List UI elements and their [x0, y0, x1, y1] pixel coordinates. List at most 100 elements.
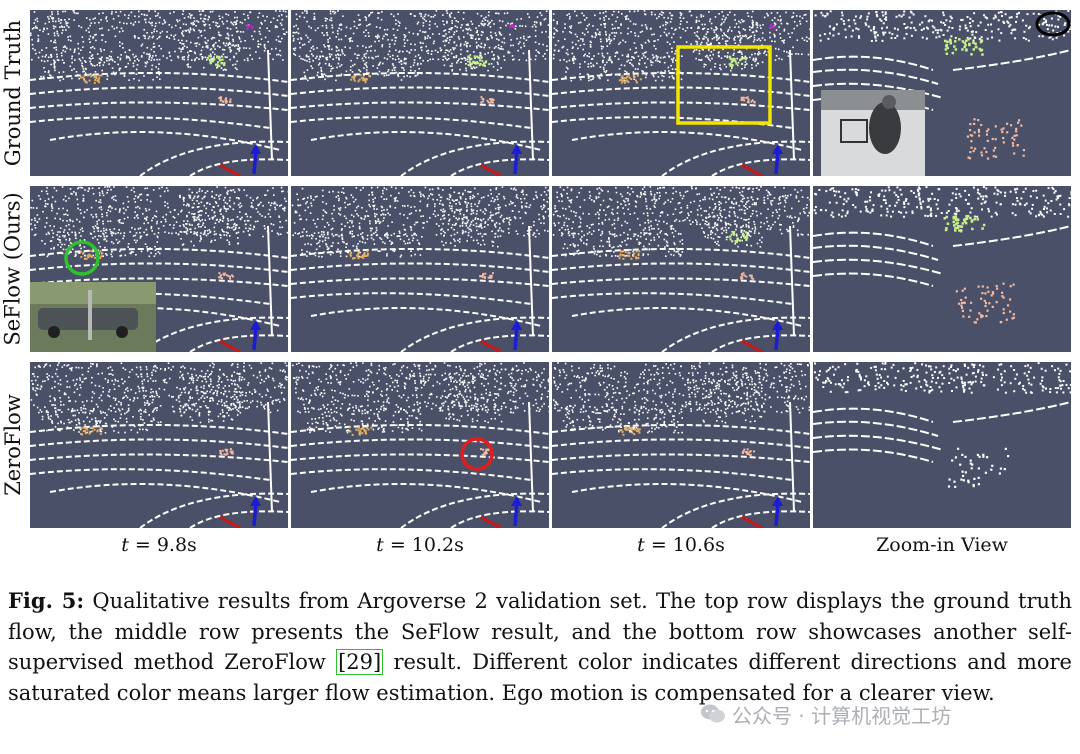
point-cluster: [947, 447, 1010, 488]
time-value: = 10.2s: [383, 534, 464, 556]
ground-rings: [30, 49, 288, 176]
panel-zeroflow-t2: [291, 362, 549, 528]
caption-text: Qualitative results from Argoverse 2 val…: [8, 589, 1072, 674]
row-label-text: ZeroFlow: [1, 394, 26, 496]
ground-rings: [30, 401, 288, 528]
row-label-seflow: SeFlow (Ours): [0, 186, 26, 352]
point-cluster: [702, 196, 763, 248]
point-cluster: [943, 214, 986, 233]
highlight-box: [676, 45, 772, 125]
point-cluster: [955, 282, 1015, 324]
figure-number: Fig. 5:: [8, 588, 85, 613]
point-cluster: [441, 372, 503, 424]
point-cluster: [740, 272, 755, 280]
point-cluster: [30, 10, 288, 62]
photo-inset-pedestrian: [821, 90, 925, 176]
point-cluster: [741, 448, 755, 456]
panel-zeroflow-zoom: [813, 362, 1071, 528]
point-cluster: [41, 231, 161, 258]
point-cluster: [30, 186, 288, 238]
ground-rings: [291, 401, 549, 528]
point-cluster: [349, 250, 369, 260]
panel-seflow-t3: [552, 186, 810, 352]
point-cluster: [180, 196, 242, 247]
photo-inset-car: [30, 282, 156, 352]
column-label-zoom: Zoom-in View: [813, 534, 1071, 556]
ground-rings: [813, 225, 1071, 287]
point-cluster: [218, 96, 232, 104]
point-cluster: [813, 362, 1071, 394]
point-cluster: [180, 372, 242, 424]
point-cluster: [769, 24, 776, 30]
time-symbol: t: [376, 534, 384, 556]
axis-arrows: [219, 144, 261, 176]
panel-seflow-zoom: [813, 186, 1071, 352]
point-cluster: [304, 407, 423, 434]
point-cluster: [740, 96, 756, 104]
axis-arrows: [219, 496, 261, 528]
axis-arrows: [741, 496, 783, 528]
ground-rings: [552, 401, 810, 528]
citation-link[interactable]: [29]: [336, 649, 384, 675]
wechat-icon: [700, 703, 726, 725]
time-value: = 9.8s: [128, 534, 197, 556]
ground-rings: [552, 49, 810, 176]
point-cluster: [292, 362, 549, 414]
ground-rings: [291, 49, 549, 176]
point-cluster: [813, 186, 1071, 218]
point-cluster: [80, 250, 104, 260]
axis-arrows: [480, 144, 522, 176]
panel-ground-truth-t1: [30, 10, 288, 176]
time-symbol: t: [121, 534, 129, 556]
figure-caption: Fig. 5: Qualitative results from Argover…: [8, 586, 1072, 708]
point-cluster: [292, 10, 549, 62]
row-label-ground-truth: Ground Truth: [0, 10, 26, 176]
point-cluster: [219, 448, 234, 456]
ground-rings: [813, 401, 1071, 463]
panel-ground-truth-zoom: [813, 10, 1071, 176]
point-cluster: [552, 10, 810, 62]
panel-ground-truth-t3: [552, 10, 810, 176]
point-cluster: [618, 250, 641, 260]
axis-arrows: [219, 320, 261, 352]
point-cluster: [702, 372, 763, 424]
column-label-t3: t = 10.6s: [552, 534, 810, 556]
point-cluster: [480, 448, 490, 456]
axis-arrows: [741, 320, 783, 352]
qualitative-figure: Ground Truth SeFlow (Ours) ZeroFlow t = …: [0, 10, 1071, 556]
axis-arrows: [741, 144, 783, 176]
point-cluster: [814, 10, 1071, 42]
point-cluster: [441, 196, 502, 248]
point-cluster: [509, 24, 515, 29]
point-cluster: [618, 74, 642, 84]
point-cluster: [301, 231, 422, 258]
ground-rings: [291, 225, 549, 352]
panel-ground-truth-t2: [291, 10, 549, 176]
panel-seflow-t1: [30, 186, 288, 352]
column-label-t2: t = 10.2s: [291, 534, 549, 556]
point-cluster: [618, 426, 641, 436]
panel-zeroflow-t3: [552, 362, 810, 528]
point-cluster: [246, 24, 254, 30]
point-cluster: [206, 55, 226, 68]
point-cluster: [552, 362, 810, 414]
point-cluster: [479, 272, 494, 279]
row-label-text: Ground Truth: [1, 19, 26, 167]
caption-text-end: result. Different color indicates differ…: [8, 650, 1072, 705]
axis-arrows: [480, 496, 522, 528]
time-value: = 10.6s: [644, 534, 725, 556]
zoom-label: Zoom-in View: [876, 534, 1008, 556]
point-cluster: [291, 186, 549, 238]
watermark-text: 公众号 · 计算机视觉工坊: [732, 703, 952, 728]
panel-zeroflow-t1: [30, 362, 288, 528]
time-symbol: t: [637, 534, 645, 556]
row-label-text: SeFlow (Ours): [1, 192, 25, 346]
highlight-ellipse: [1035, 11, 1071, 37]
watermark: 公众号 · 计算机视觉工坊: [700, 700, 951, 728]
point-cluster: [467, 55, 488, 67]
axis-arrows: [480, 320, 522, 352]
point-cluster: [480, 96, 495, 104]
point-cluster: [301, 55, 423, 82]
point-cluster: [944, 38, 984, 56]
highlight-circle: [460, 437, 494, 471]
